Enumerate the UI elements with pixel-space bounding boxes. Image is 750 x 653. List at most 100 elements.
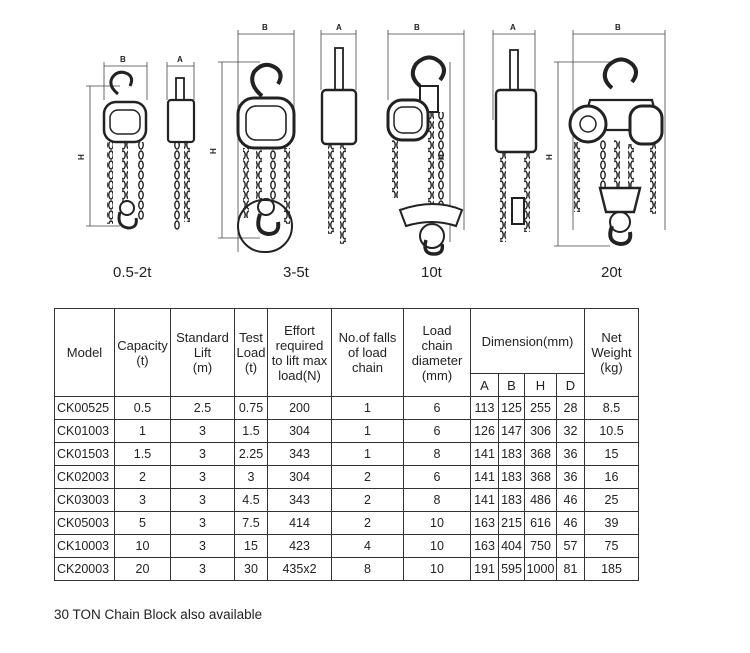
cell-falls: 1 [331, 442, 404, 466]
cell-chain-diameter: 8 [403, 442, 471, 466]
cell-net-weight: 185 [584, 557, 639, 581]
cell-net-weight: 25 [584, 488, 639, 512]
hoist-20t-front-view: B H [545, 23, 666, 247]
cell-net-weight: 75 [584, 534, 639, 558]
dimension-h-label: H [545, 154, 554, 160]
cell-dim-b: 183 [498, 465, 525, 489]
cell-capacity: 1.5 [114, 442, 171, 466]
cell-dim-b: 404 [498, 534, 525, 558]
cell-dim-a: 163 [470, 534, 499, 558]
header-effort: Effort required to lift max load(N) [267, 308, 332, 397]
cell-net-weight: 10.5 [584, 419, 639, 443]
cell-falls: 2 [331, 465, 404, 489]
cell-capacity: 10 [114, 534, 171, 558]
cell-dim-d: 28 [556, 396, 585, 420]
cell-dim-a: 141 [470, 465, 499, 489]
header-test-load: Test Load (t) [234, 308, 268, 397]
header-capacity: Capacity (t) [114, 308, 171, 397]
caption-3-5t: 3-5t [283, 264, 309, 281]
hoist-0.5-2t-side-view: A [166, 55, 196, 230]
dimension-h-label: H [209, 148, 218, 154]
hoist-10t-side-view: A [492, 23, 538, 242]
cell-effort: 200 [267, 396, 332, 420]
cell-chain-diameter: 6 [403, 419, 471, 443]
cell-chain-diameter: 6 [403, 396, 471, 420]
cell-effort: 304 [267, 419, 332, 443]
cell-lift: 3 [170, 488, 235, 512]
cell-capacity: 3 [114, 488, 171, 512]
cell-falls: 2 [331, 488, 404, 512]
cell-model: CK02003 [54, 465, 115, 489]
cell-dim-a: 126 [470, 419, 499, 443]
cell-chain-diameter: 8 [403, 488, 471, 512]
cell-dim-d: 36 [556, 465, 585, 489]
cell-dim-b: 183 [498, 442, 525, 466]
cell-test-load: 2.25 [234, 442, 268, 466]
cell-test-load: 0.75 [234, 396, 268, 420]
cell-dim-d: 46 [556, 511, 585, 535]
header-standard-lift: Standard Lift (m) [170, 308, 235, 397]
cell-capacity: 5 [114, 511, 171, 535]
cell-capacity: 20 [114, 557, 171, 581]
dimension-a-label: A [336, 23, 342, 32]
cell-effort: 304 [267, 465, 332, 489]
cell-test-load: 15 [234, 534, 268, 558]
cell-lift: 3 [170, 419, 235, 443]
cell-dim-h: 750 [524, 534, 557, 558]
header-net-weight: Net Weight (kg) [584, 308, 639, 397]
cell-falls: 2 [331, 511, 404, 535]
cell-effort: 343 [267, 442, 332, 466]
cell-dim-h: 368 [524, 442, 557, 466]
header-dimension: Dimension(mm) [470, 308, 585, 374]
cell-test-load: 4.5 [234, 488, 268, 512]
cell-chain-diameter: 6 [403, 465, 471, 489]
cell-falls: 8 [331, 557, 404, 581]
cell-effort: 423 [267, 534, 332, 558]
header-model: Model [54, 308, 115, 397]
cell-dim-a: 163 [470, 511, 499, 535]
dimension-a-label: A [177, 55, 183, 64]
cell-capacity: 1 [114, 419, 171, 443]
dimension-a-label: A [510, 23, 516, 32]
header-dim-a: A [470, 373, 499, 397]
caption-20t: 20t [601, 264, 622, 281]
cell-model: CK00525 [54, 396, 115, 420]
cell-falls: 4 [331, 534, 404, 558]
header-dim-h: H [524, 373, 557, 397]
cell-model: CK01503 [54, 442, 115, 466]
cell-lift: 3 [170, 442, 235, 466]
hoist-0.5-2t-front-view: B H [77, 55, 148, 230]
cell-falls: 1 [331, 419, 404, 443]
cell-lift: 3 [170, 465, 235, 489]
dimension-b-label: B [120, 55, 126, 64]
cell-dim-b: 183 [498, 488, 525, 512]
cell-dim-a: 191 [470, 557, 499, 581]
cell-model: CK03003 [54, 488, 115, 512]
dimension-h-label: H [77, 154, 86, 160]
cell-dim-h: 486 [524, 488, 557, 512]
cell-net-weight: 39 [584, 511, 639, 535]
cell-chain-diameter: 10 [403, 557, 471, 581]
cell-net-weight: 15 [584, 442, 639, 466]
cell-model: CK01003 [54, 419, 115, 443]
dimension-b-label: B [615, 23, 621, 32]
header-chain-diameter: Load chain diameter (mm) [403, 308, 471, 397]
cell-dim-b: 595 [498, 557, 525, 581]
caption-0.5-2t: 0.5-2t [113, 264, 152, 281]
cell-capacity: 0.5 [114, 396, 171, 420]
hoist-3-5t-side-view: A [320, 23, 358, 244]
cell-dim-d: 32 [556, 419, 585, 443]
hoist-diagrams: B H A B H [77, 23, 666, 256]
cell-effort: 343 [267, 488, 332, 512]
cell-test-load: 1.5 [234, 419, 268, 443]
cell-chain-diameter: 10 [403, 534, 471, 558]
hoist-3-5t-front-view: B H [209, 23, 296, 253]
cell-dim-h: 616 [524, 511, 557, 535]
